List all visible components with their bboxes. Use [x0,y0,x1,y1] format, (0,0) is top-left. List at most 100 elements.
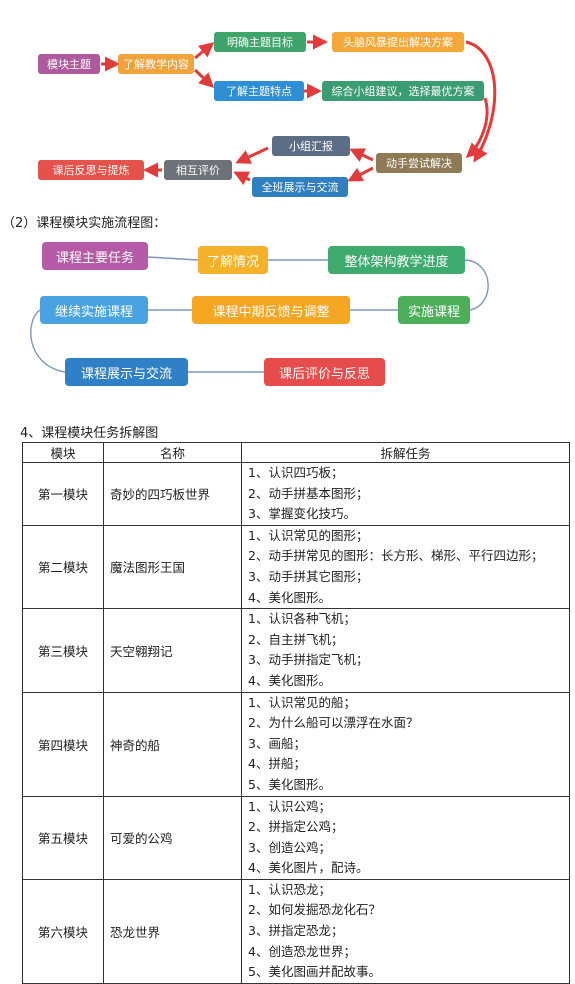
node-label: 课程主要任务 [55,250,134,266]
task-item: 3、创造公鸡； [248,839,331,855]
section-heading: 4、课程模块任务拆解图 [20,426,159,441]
task-item: 2、为什么船可以漂浮在水面？ [248,715,419,731]
node-label: 明确主题目标 [227,36,293,49]
task-item: 3、动手拼指定飞机； [248,652,369,668]
arrow-best-to-handson [465,97,489,159]
node-overall: 整体架构教学进度 [328,246,465,274]
module-cell: 第六模块 [22,878,104,984]
table-header-row: 模块 名称 拆解任务 [22,442,570,463]
task-item: 2、拼指定公鸡； [248,819,344,835]
header-tasks: 拆解任务 [241,442,570,463]
node-implement: 实施课程 [398,296,470,324]
module-cell: 第二模块 [22,524,104,610]
task-item: 2、动手拼常见的图形：长方形、梯形、平行四边形； [248,548,544,564]
module-name-cell: 神奇的船 [103,691,242,797]
task-item: 1、认识常见的图形； [248,527,369,543]
arrow-content-to-features [193,68,215,89]
task-item: 4、创造恐龙世界； [248,943,356,959]
module-cell: 第一模块 [22,462,104,526]
node-label: 模块主题 [47,58,91,71]
node-label: 课程中期反馈与调整 [212,304,330,320]
table-row: 第二模块魔法图形王国 1、认识常见的图形； 2、动手拼常见的图形：长方形、梯形、平行… [22,524,570,610]
module-name-cell: 可爱的公鸡 [103,795,242,880]
node-label: 了解主题特点 [226,85,292,98]
arrow-brainstorm-to-handson [465,40,497,163]
module-cell: 第三模块 [22,608,104,693]
module-cell: 第四模块 [22,691,104,797]
task-item: 1、认识各种飞机； [248,611,356,627]
node-label: 全班展示与交流 [261,181,339,194]
table-row: 第四模块神奇的船 1、认识常见的船； 2、为什么船可以漂浮在水面？ 3、画船； 4、拼船… [22,691,570,797]
node-label: 小组汇报 [289,140,333,153]
diagram2-connectors [30,256,489,373]
node-understand-content: 了解教学内容 [118,54,194,74]
task-item: 3、拼指定恐龙； [248,923,344,939]
tasks-cell: 1、认识恐龙；2、如何发掘恐龙化石？3、拼指定恐龙；4、创造恐龙世界；5、美化图… [241,878,570,984]
module-name-cell: 天空翱翔记 [103,608,242,693]
node-main-task: 课程主要任务 [42,242,148,270]
task-item: 3、动手拼其它图形； [248,568,369,584]
node-clarify-goal: 明确主题目标 [214,32,306,52]
diagram2-caption: （2）课程模块实施流程图： [2,216,167,231]
node-mid-feedback: 课程中期反馈与调整 [192,296,350,324]
module-name-cell: 奇妙的四巧板世界 [103,462,242,526]
tasks-cell: 1、认识常见的图形； 2、动手拼常见的图形：长方形、梯形、平行四边形； 3、动手拼其… [241,524,570,610]
arrow-content-to-goal [194,42,215,60]
node-choose-best: 综合小组建议，选择最优方案 [322,81,484,101]
module-name-cell: 恐龙世界 [103,878,242,984]
node-understand: 了解情况 [198,246,268,274]
node-label: 整体架构教学进度 [344,254,449,270]
node-label: 了解教学内容 [123,58,189,71]
diagram1-connectors [101,34,497,186]
node-label: 相互评价 [176,164,220,177]
node-label: 了解情况 [206,254,259,270]
module-name-cell: 魔法图形王国 [103,524,242,610]
task-item: 4、美化图形。 [248,589,331,605]
task-item: 1、认识公鸡； [248,798,331,814]
node-eval-reflect: 课后评价与反思 [264,358,385,386]
arrow-handson-to-display [347,166,374,182]
task-item: 2、如何发掘恐龙化石？ [248,902,381,918]
table-row: 第一模块奇妙的四巧板世界 1、认识四巧板； 2、动手拼基本图形； 3、掌握变化技巧。 [22,462,570,526]
task-item: 5、美化图画并配故事。 [248,964,381,980]
task-item: 5、美化图形。 [248,776,331,792]
node-label: 课后评价与反思 [278,366,370,382]
tasks-cell: 1、认识四巧板； 2、动手拼基本图形； 3、掌握变化技巧。 [241,462,570,526]
module-cell: 第五模块 [22,795,104,880]
tasks-cell: 1、认识常见的船； 2、为什么船可以漂浮在水面？ 3、画船； 4、拼船； 5、美化图形。 [241,691,570,797]
arrow-display-to-eval [233,171,251,186]
node-label: 综合小组建议，选择最优方案 [331,85,475,98]
table-row: 第五模块可爱的公鸡 1、认识公鸡； 2、拼指定公鸡； 3、创造公鸡； 4、美化图片，配诗… [22,795,570,880]
task-item: 2、自主拼飞机； [248,631,344,647]
node-hands-on: 动手尝试解决 [376,153,462,173]
node-mutual-eval: 相互评价 [164,160,232,180]
node-group-report: 小组汇报 [272,136,350,156]
node-brainstorm: 头脑风暴提出解决方案 [332,32,464,52]
task-item: 1、认识常见的船； [248,694,356,710]
node-reflection: 课后反思与提炼 [38,160,144,180]
node-module-theme: 模块主题 [38,54,100,74]
node-label: 继续实施课程 [54,304,133,320]
node-label: 课程展示与交流 [80,366,172,382]
task-item: 4、美化图形。 [248,672,331,688]
task-item: 3、掌握变化技巧。 [248,506,356,522]
arrow-report-to-eval [235,146,269,164]
node-display: 课程展示与交流 [65,358,188,386]
task-item: 3、画船； [248,735,306,751]
node-label: 实施课程 [407,304,460,320]
task-item: 4、拼船； [248,756,306,772]
node-label: 动手尝试解决 [386,157,452,170]
tasks-cell: 1、认识各种飞机； 2、自主拼飞机； 3、动手拼指定飞机； 4、美化图形。 [241,608,570,693]
task-item: 4、美化图片，配诗。 [248,860,369,876]
task-item: 1、认识四巧板； [248,465,344,480]
node-understand-features: 了解主题特点 [214,81,304,101]
node-continue: 继续实施课程 [40,296,148,324]
header-module: 模块 [22,442,104,463]
node-label: 头脑风暴提出解决方案 [343,36,453,49]
tasks-cell: 1、认识公鸡； 2、拼指定公鸡； 3、创造公鸡； 4、美化图片，配诗。 [241,795,570,880]
task-item: 2、动手拼基本图形； [248,485,369,501]
node-class-display: 全班展示与交流 [252,177,348,197]
task-table: 模块 名称 拆解任务 第一模块奇妙的四巧板世界 1、认识四巧板； 2、动手拼基本图形… [22,442,570,984]
